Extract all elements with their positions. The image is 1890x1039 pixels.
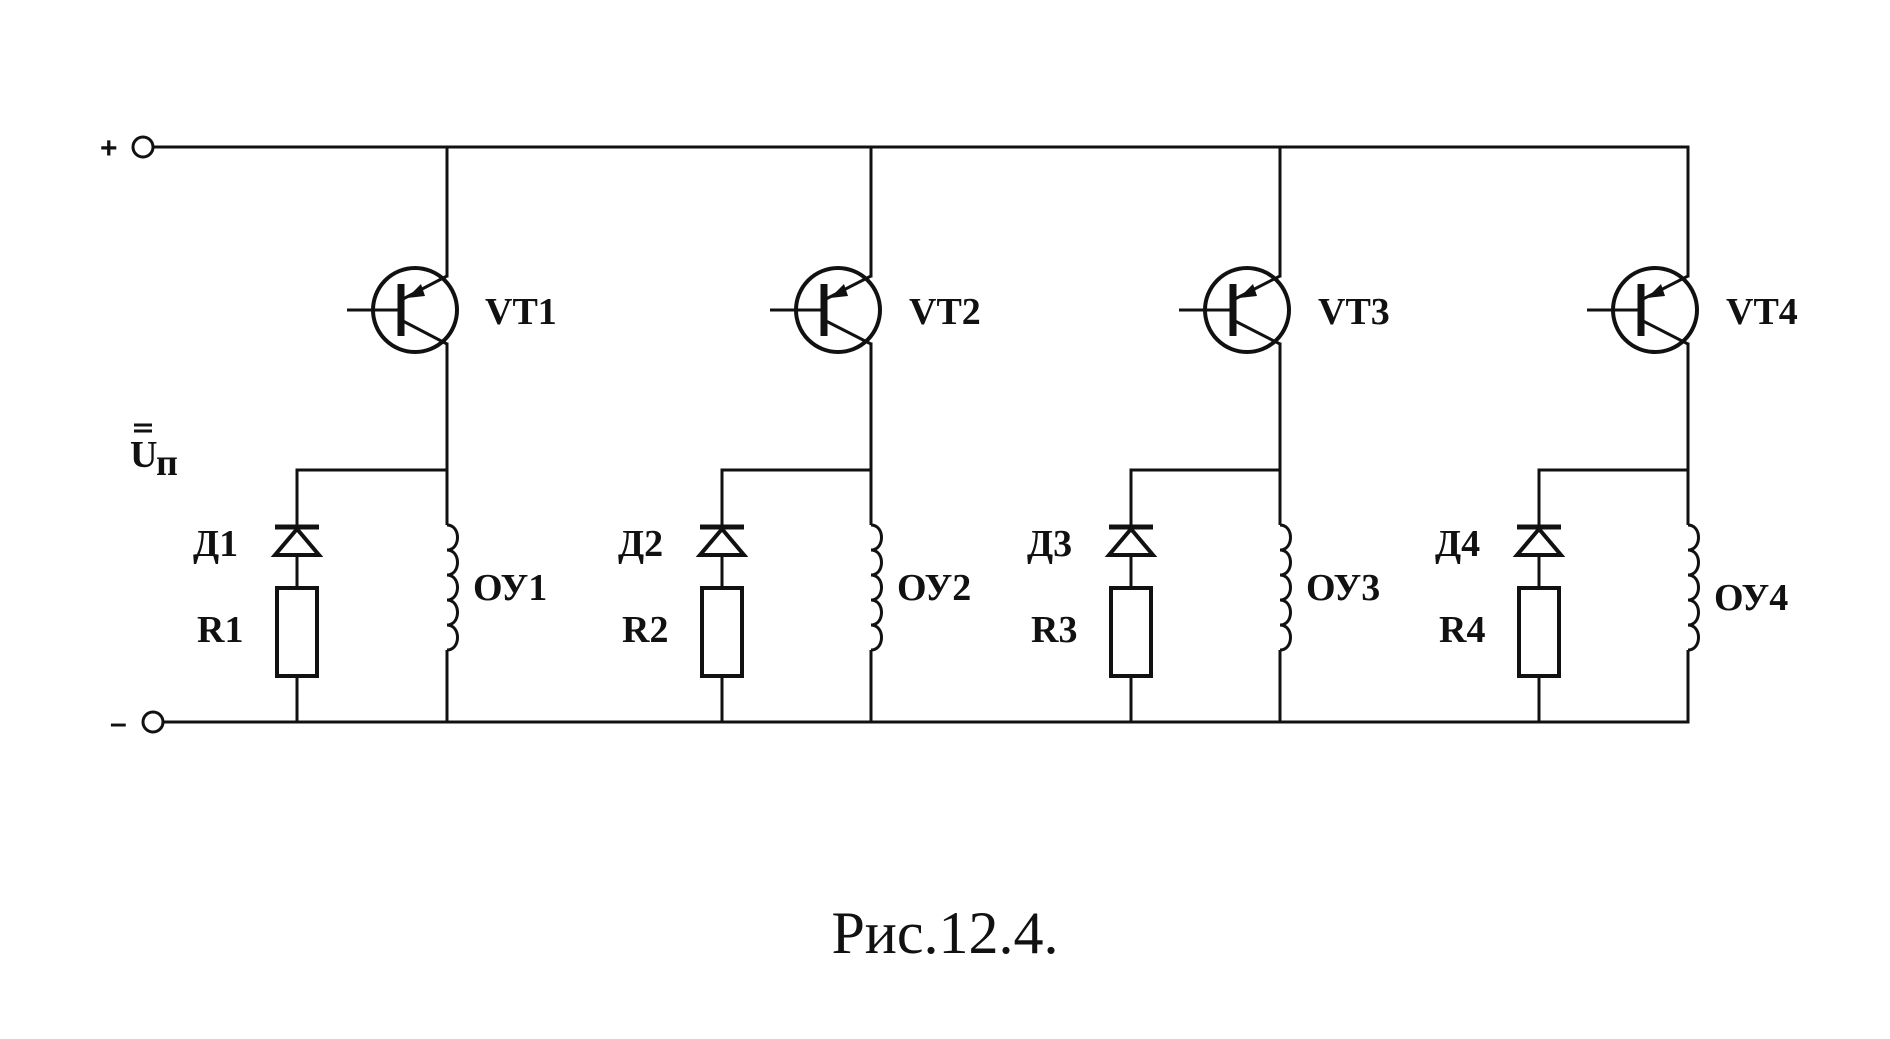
diode-label: Д3 xyxy=(1027,523,1072,565)
diode-symbol xyxy=(1512,524,1566,557)
diode-label: Д2 xyxy=(618,523,663,565)
positive-terminal xyxy=(131,135,155,159)
transistor-symbol xyxy=(1179,266,1291,354)
resistor-label: R4 xyxy=(1439,609,1485,651)
transistor-symbol xyxy=(347,266,459,354)
negative-terminal xyxy=(141,710,165,734)
diode-symbol xyxy=(1104,524,1158,557)
winding-coil xyxy=(1684,523,1704,652)
supply-voltage-subscript: п xyxy=(156,442,178,484)
supply-voltage-label: U п xyxy=(130,423,178,484)
diode-label: Д1 xyxy=(193,523,238,565)
winding-coil xyxy=(1276,523,1296,652)
winding-label: ОУ1 xyxy=(473,567,547,609)
resistor-symbol xyxy=(1109,586,1153,678)
diode-label: Д4 xyxy=(1435,523,1480,565)
diode-symbol xyxy=(695,524,749,557)
minus-sign-label: – xyxy=(110,707,127,740)
resistor-symbol xyxy=(275,586,319,678)
winding-coil xyxy=(867,523,887,652)
transistor-label: VT1 xyxy=(485,291,557,333)
resistor-symbol xyxy=(700,586,744,678)
resistor-label: R3 xyxy=(1031,609,1077,651)
transistor-label: VT4 xyxy=(1726,291,1798,333)
supply-voltage-symbol: U xyxy=(130,434,157,476)
plus-sign-label: + xyxy=(100,132,118,165)
winding-label: ОУ3 xyxy=(1306,567,1380,609)
resistor-label: R1 xyxy=(197,609,243,651)
resistor-label: R2 xyxy=(622,609,668,651)
winding-coil xyxy=(443,523,463,652)
winding-label: ОУ2 xyxy=(897,567,971,609)
transistor-label: VT3 xyxy=(1318,291,1390,333)
resistor-symbol xyxy=(1517,586,1561,678)
winding-label: ОУ4 xyxy=(1714,577,1788,619)
figure-caption: Рис.12.4. xyxy=(831,900,1058,966)
transistor-symbol xyxy=(770,266,882,354)
transistor-label: VT2 xyxy=(909,291,981,333)
diode-symbol xyxy=(270,524,324,557)
transistor-symbol xyxy=(1587,266,1699,354)
